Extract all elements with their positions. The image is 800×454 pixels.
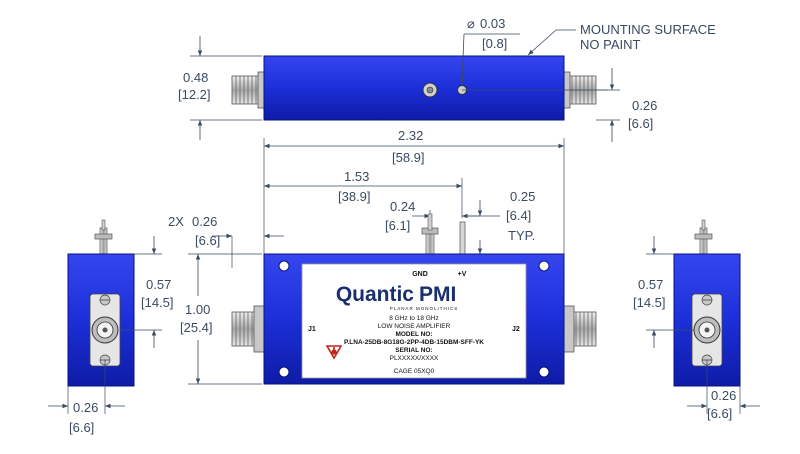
pin-gnd-label: GND [412,271,428,278]
esd-warning-icon [325,345,343,360]
pin-spacing-in: 0.24 [390,199,415,214]
top-body [263,55,565,121]
serial-caption: SERIAL NO: [395,347,432,354]
ground-pin [459,221,466,255]
port-j2-label: J2 [512,326,520,333]
top-connector-offset-in: 0.26 [632,98,657,113]
top-view [231,55,608,121]
mount-hole-bl [278,366,290,378]
pin-spacing-mm: [6.1] [385,218,410,233]
dim-left-width: 0.26 [6.6] [48,360,125,435]
front-length-in: 2.32 [398,128,423,143]
label-type: LOW NOISE AMPLIFIER [378,323,451,330]
mount-hole-tr [538,260,550,272]
mount-prefix: 2X [168,214,184,229]
pin-typ-label: TYP. [508,228,535,243]
left-height-in: 0.57 [146,277,171,292]
right-height-mm: [14.5] [633,295,666,310]
cage-code: CAGE 05XQ0 [394,368,435,375]
front-height-mm: [25.4] [180,320,213,335]
pin-offset-in: 1.53 [344,169,369,184]
dim-right-height: 0.57 [14.5] [633,236,694,348]
right-dc-pin [694,219,713,255]
mounting-note-line1: MOUNTING SURFACE [580,22,716,37]
right-height-in: 0.57 [638,277,663,292]
brand-main: Quantic [336,283,414,306]
left-width-in: 0.26 [73,400,98,415]
dim-top-connector-offset: 0.26 [6.6] [596,68,657,142]
flatness-value: 0.03 [480,16,505,31]
left-dc-pin [94,219,113,255]
right-width-mm: [6.6] [707,406,732,421]
model-caption: MODEL NO: [395,331,432,338]
dim-pin-offset: 1.53 [38.9] [264,169,463,218]
port-j1-label: J1 [308,326,316,333]
front-view: GND +V Quantic PMI PLANAR MONOLITHICS 8 … [231,213,597,385]
front-height-in: 1.00 [185,302,210,317]
left-end-view [67,219,135,387]
dim-left-height: 0.57 [14.5] [120,236,174,348]
dc-feedthrough-pin [421,213,439,255]
mounting-surface-note: MOUNTING SURFACE NO PAINT [527,22,716,56]
label-freq: 8 GHz to 18 GHz [389,315,439,322]
dim-front-length: 2.32 [58.9] [263,128,565,256]
mounting-note-line2: NO PAINT [580,37,640,52]
top-left-connector [231,71,267,109]
label-plate [301,263,527,379]
pin-offset-mm: [38.9] [338,189,371,204]
pin-typ-in: 0.25 [510,189,535,204]
front-right-connector [563,305,597,353]
top-connector-offset-mm: [6.6] [628,116,653,131]
serial-number: PLXXXXX/XXXX [390,355,439,362]
left-width-mm: [6.6] [69,420,94,435]
mount-hole-br [538,366,550,378]
top-height-in: 0.48 [183,70,208,85]
left-height-mm: [14.5] [141,295,174,310]
brand-tagline: PLANAR MONOLITHICS [390,306,459,311]
pin-typ-mm: [6.4] [506,208,531,223]
model-number: P.LNA-25DB-8G18G-2PP-4DB-15DBM-SFF-YK [344,339,484,346]
pin-v-label: +V [458,271,467,278]
mount-offset-in: 0.26 [192,214,217,229]
top-height-mm: [12.2] [178,87,211,102]
brand-sub: PMI [419,283,456,306]
front-left-connector [231,305,265,353]
dim-right-width: 0.26 [6.6] [687,360,760,421]
flatness-callout: ⌀ 0.03 [0.8] [459,16,520,85]
dim-pin-typ: 0.25 [6.4] TYP. [466,189,535,255]
dim-mount-offset: 2X 0.26 [6.6] [168,214,284,268]
flatness-symbol: ⌀ [467,16,475,31]
right-width-in: 0.26 [711,388,736,403]
front-length-mm: [58.9] [392,150,425,165]
dim-top-height: 0.48 [12.2] [178,36,262,140]
mount-hole-tl [278,260,290,272]
flatness-mm: [0.8] [482,36,507,51]
mount-offset-mm: [6.6] [195,233,220,248]
dim-front-height: 1.00 [25.4] [180,253,262,385]
dim-pin-spacing: 0.24 [6.1] [385,199,480,233]
